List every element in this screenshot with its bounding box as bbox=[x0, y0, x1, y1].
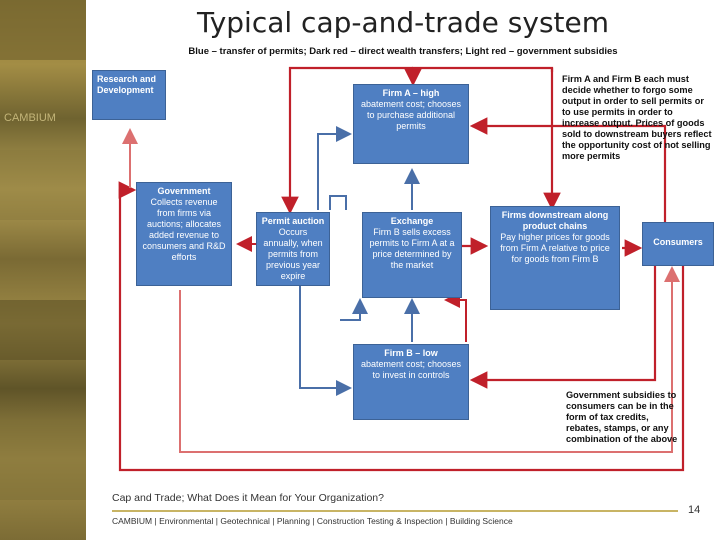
firm-a-box-title: Firm A – high bbox=[382, 88, 440, 98]
downstream-box-title: Firms downstream along product chains bbox=[501, 210, 609, 231]
wealth-top-arrow bbox=[281, 66, 413, 215]
slide-subtitle: Blue – transfer of permits; Dark red – d… bbox=[188, 46, 618, 57]
consumers-box: Consumers bbox=[642, 222, 714, 266]
firm-b-box-title: Firm B – low bbox=[384, 348, 438, 358]
government-box-body: Collects revenue from firms via auctions… bbox=[142, 197, 226, 262]
firm-b-box: Firm B – low abatement cost; chooses to … bbox=[353, 344, 469, 420]
consumers-box-title: Consumers bbox=[653, 237, 703, 247]
consumers-to-firm-a-arrow bbox=[469, 117, 667, 222]
auction-box-title: Permit auction bbox=[261, 216, 325, 226]
subsidy-outer-loop bbox=[118, 181, 685, 472]
government-box-title: Government bbox=[157, 186, 211, 196]
auction-to-firm-a-permit-arrow bbox=[317, 126, 352, 210]
footer-services: CAMBIUM | Environmental | Geotechnical |… bbox=[112, 516, 513, 526]
auction-exchange-permit-arrow bbox=[340, 298, 368, 321]
permit-bypass-arrow bbox=[329, 195, 347, 210]
exchange-box: Exchange Firm B sells excess permits to … bbox=[362, 212, 462, 298]
photo-tile bbox=[0, 420, 86, 500]
government-box: Government Collects revenue from firms v… bbox=[136, 182, 232, 286]
exchange-box-body: Firm B sells excess permits to Firm A at… bbox=[369, 227, 455, 270]
exchange-box-title: Exchange bbox=[390, 216, 434, 226]
firm-b-to-exchange-arrow bbox=[444, 292, 467, 342]
auction-to-firm-b-permit-arrow bbox=[299, 286, 352, 396]
photo-tile bbox=[0, 150, 86, 220]
subsidy-note: Government subsidies to consumers can be… bbox=[566, 390, 678, 444]
downstream-box-body: Pay higher prices for goods from Firm A … bbox=[500, 232, 610, 264]
slide-title: Typical cap-and-trade system bbox=[196, 6, 610, 39]
consumers-to-firm-b-arrow bbox=[469, 266, 657, 389]
firm-a-box: Firm A – high abatement cost; chooses to… bbox=[353, 84, 469, 164]
page-number: 14 bbox=[688, 504, 701, 516]
research-box: Research and Development bbox=[92, 70, 166, 120]
photo-strip-watermark: CAMBIUM bbox=[4, 112, 56, 124]
photo-tile bbox=[0, 0, 86, 60]
firm-a-box-body: abatement cost; chooses to purchase addi… bbox=[360, 99, 462, 131]
research-box-title: Research and Development bbox=[97, 74, 157, 95]
photo-tile bbox=[0, 300, 86, 360]
auction-box: Permit auction Occurs annually, when per… bbox=[256, 212, 330, 286]
footer-question: Cap and Trade; What Does it Mean for You… bbox=[112, 492, 384, 504]
firm-b-box-body: abatement cost; chooses to invest in con… bbox=[360, 359, 462, 380]
auction-box-body: Occurs annually, when permits from previ… bbox=[263, 227, 323, 281]
footer-rule bbox=[112, 510, 678, 512]
decision-note: Firm A and Firm B each must decide wheth… bbox=[562, 74, 712, 161]
downstream-box: Firms downstream along product chains Pa… bbox=[490, 206, 620, 310]
government-to-consumers-arrow bbox=[179, 266, 680, 453]
wealth-loop-arrow bbox=[404, 66, 554, 87]
photo-strip: CAMBIUM bbox=[0, 0, 86, 540]
